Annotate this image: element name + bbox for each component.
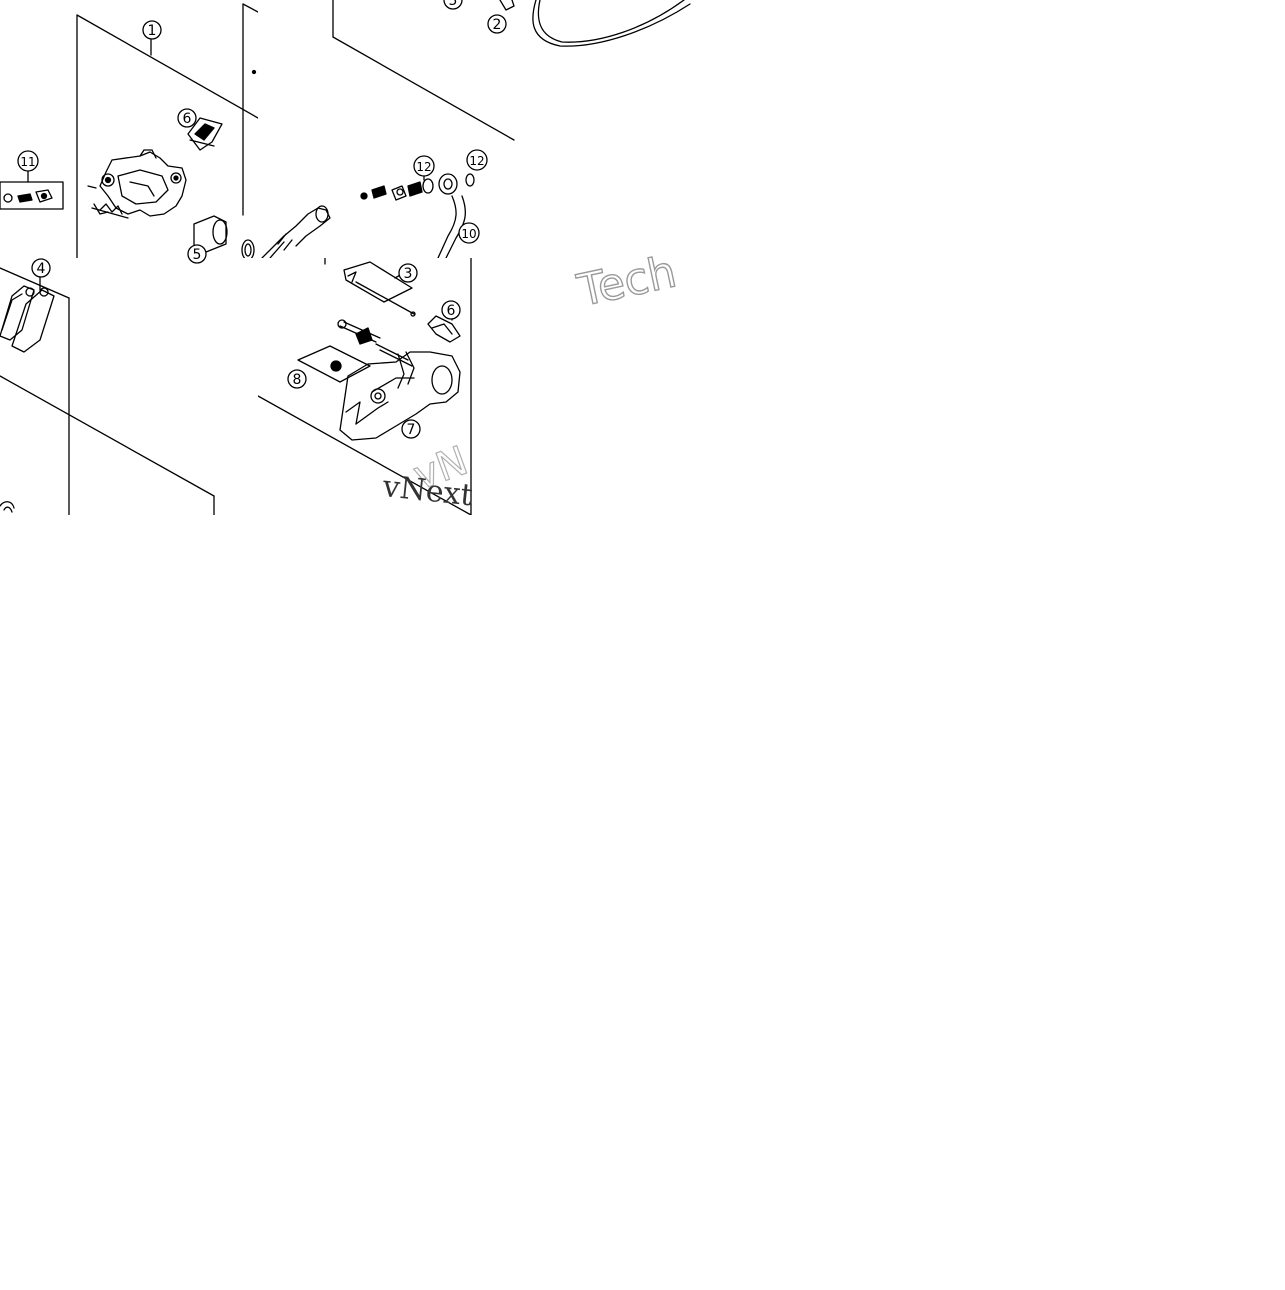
callout-circle-7 <box>401 419 421 439</box>
callout-labels: 1 6 11 5 5 2 12 12 10 4 3 6 8 7 <box>20 0 501 438</box>
callout-10: 10 <box>461 227 476 241</box>
watermarks: Tech vN vNext <box>380 246 681 514</box>
callout-circle-12a <box>413 155 435 177</box>
callout-circle-5a <box>187 244 207 264</box>
retaining-pin-part <box>343 261 416 317</box>
caliper-assembly-tile <box>0 3 258 258</box>
callout-circle-10 <box>458 222 480 244</box>
callout-circle-12b <box>466 149 488 171</box>
callout-7: 7 <box>407 422 416 438</box>
callout-circle-6a <box>177 108 197 128</box>
brake-pad-part <box>0 285 55 353</box>
callout-circle-6b <box>441 300 461 320</box>
callout-11: 11 <box>20 155 35 169</box>
watermark-tech: Tech <box>573 246 681 317</box>
caliper-bracket-part <box>339 351 461 441</box>
callout-circle-11 <box>17 150 39 172</box>
callout-8: 8 <box>293 372 302 388</box>
callout-5a: 5 <box>193 247 202 263</box>
callout-circle-8 <box>287 369 307 389</box>
slide-pin-part <box>297 319 413 383</box>
callout-3: 3 <box>404 266 413 282</box>
callout-circle-1 <box>142 20 162 40</box>
pad-spring-part <box>187 117 223 151</box>
callout-circle-3 <box>398 263 418 283</box>
callout-circle-4 <box>31 258 51 278</box>
brake-hose-part <box>261 205 331 258</box>
callout-circle-2 <box>487 14 507 34</box>
brake-pads-tile <box>0 267 215 515</box>
callout-12b: 12 <box>469 154 484 168</box>
hose-and-disc-tile <box>261 0 691 258</box>
bracket-tile <box>258 258 472 515</box>
callout-circle-5b <box>443 0 463 10</box>
callout-6a: 6 <box>183 111 192 127</box>
callout-1: 1 <box>148 23 157 39</box>
callout-5b: 5 <box>449 0 458 9</box>
callout-4: 4 <box>37 261 46 277</box>
pad-spring-part-2 <box>427 315 461 343</box>
callout-2: 2 <box>493 17 502 33</box>
caliper-body-part <box>87 149 187 219</box>
callout-12a: 12 <box>416 160 431 174</box>
callout-circles <box>17 0 507 439</box>
callout-6b: 6 <box>447 303 456 319</box>
bleeder-screw-group <box>0 169 64 210</box>
